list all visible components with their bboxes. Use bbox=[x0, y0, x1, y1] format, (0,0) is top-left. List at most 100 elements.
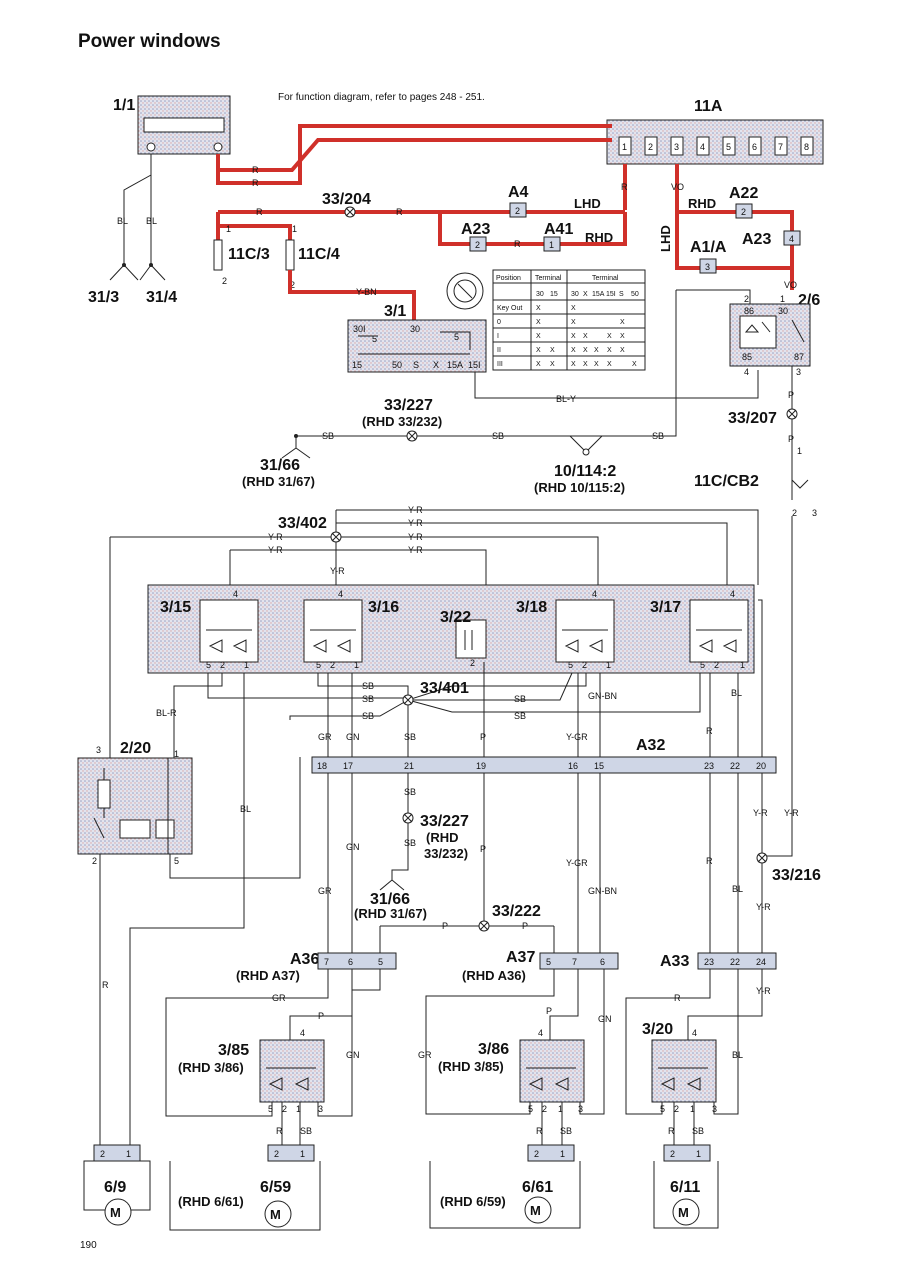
a33-pin-23: 23 bbox=[704, 957, 714, 967]
ignition-row-3: III bbox=[497, 361, 503, 368]
fuse-num-6: 6 bbox=[752, 142, 757, 152]
motor-6-61-symbol: M bbox=[530, 1203, 541, 1218]
wire-r-3-20 bbox=[625, 969, 711, 1115]
wire-label-gr-4: GR bbox=[418, 1050, 432, 1060]
pin-3-18-2: 2 bbox=[582, 660, 587, 670]
label-6-59: 6/59 bbox=[260, 1179, 291, 1196]
wire-label-sb-4: SB bbox=[362, 681, 374, 691]
wire-r-loop bbox=[438, 212, 627, 246]
fuse-1 bbox=[618, 136, 632, 156]
connector-a36 bbox=[317, 952, 397, 970]
ground-point-31-66 bbox=[294, 434, 298, 438]
relay-2-20-pin-3: 3 bbox=[96, 745, 101, 755]
connector-a41 bbox=[543, 236, 561, 252]
wire-label-p-4: P bbox=[480, 844, 486, 854]
relay-2-20-resistor bbox=[97, 779, 111, 809]
wire-label-sb-7: SB bbox=[514, 694, 526, 704]
label-rhd-a22: RHD bbox=[688, 196, 716, 211]
ignition-mark: X bbox=[571, 319, 576, 326]
label-3-18: 3/18 bbox=[516, 599, 547, 616]
ignition-table-frame bbox=[492, 269, 646, 371]
pin-3-15-5: 5 bbox=[206, 660, 211, 670]
wire-label-yr-6: Y-R bbox=[268, 545, 283, 555]
pin-3-15-1: 1 bbox=[244, 660, 249, 670]
ignition-mark: X bbox=[594, 347, 599, 354]
pin-3-86-4: 4 bbox=[538, 1028, 543, 1038]
label-a37-rhd: (RHD A36) bbox=[462, 968, 526, 983]
ignition-table: Position Terminal Terminal 30 15 30 X 15… bbox=[492, 269, 646, 371]
term-3-1-30: 30 bbox=[410, 324, 420, 334]
wire-label-sb-5: SB bbox=[362, 694, 374, 704]
switch-3-86-internal bbox=[526, 1067, 576, 1091]
label-10-114: 10/114:2 bbox=[554, 463, 616, 480]
wire-label-gn-2: GN bbox=[346, 842, 360, 852]
ignition-mark: X bbox=[620, 333, 625, 340]
relay-2-6-coil bbox=[744, 321, 771, 333]
wire-label-sb-12: SB bbox=[300, 1126, 312, 1136]
switch-3-18 bbox=[555, 599, 615, 663]
a32-pins: 18 17 21 19 16 15 23 22 20 bbox=[317, 761, 766, 771]
wire-yr-cb2 bbox=[762, 516, 793, 857]
label-33-227-rhd: (RHD 33/232) bbox=[362, 414, 442, 429]
motor-6-59-frame bbox=[169, 1161, 321, 1231]
pin-a23-2: 2 bbox=[475, 240, 480, 250]
wire-label-yr-2: Y-R bbox=[408, 518, 423, 528]
connector-6-61-pin-2: 2 bbox=[534, 1149, 539, 1159]
wire-label-bl-r: BL-R bbox=[156, 708, 177, 718]
connector-6-61-pin-1: 1 bbox=[560, 1149, 565, 1159]
connector-1-1-right bbox=[213, 142, 223, 152]
wire-r-feed-2 bbox=[218, 138, 612, 172]
ignition-mark: X bbox=[607, 347, 612, 354]
ignition-mark: X bbox=[571, 333, 576, 340]
relay-pin-1: 1 bbox=[780, 294, 785, 304]
label-11c-cb2: 11C/CB2 bbox=[694, 473, 759, 490]
label-31-66-rhd: (RHD 31/67) bbox=[242, 474, 315, 489]
ignition-mark: X bbox=[536, 319, 541, 326]
label-3-15: 3/15 bbox=[160, 599, 191, 616]
fuse-8 bbox=[800, 136, 814, 156]
pin-11c3-1: 1 bbox=[226, 224, 231, 234]
label-31-4: 31/4 bbox=[146, 289, 177, 306]
wire-label-sb-11: SB bbox=[404, 838, 416, 848]
wire-label-r-5: R bbox=[276, 1126, 283, 1136]
label-2-20: 2/20 bbox=[120, 740, 151, 757]
ignition-mark: X bbox=[536, 305, 541, 312]
wire-yr-3-20 bbox=[687, 969, 763, 1040]
term-3-1-15i: 15I bbox=[468, 360, 481, 370]
label-a1a: A1/A bbox=[690, 239, 727, 256]
splice-33-216-mark bbox=[757, 853, 767, 863]
label-33-227: 33/227 bbox=[384, 397, 433, 414]
component-3-1 bbox=[347, 319, 487, 373]
wire-label-p-7: P bbox=[318, 1011, 324, 1021]
label-3-1: 3/1 bbox=[384, 303, 406, 320]
ground-point-10-114 bbox=[582, 448, 590, 456]
wire-label-r-b: R bbox=[252, 178, 259, 188]
ignition-mark: X bbox=[607, 333, 612, 340]
wire-label-bl-6: BL bbox=[732, 1050, 743, 1060]
wire-p-3-86 bbox=[549, 969, 579, 1040]
a32-pin-17: 17 bbox=[343, 761, 353, 771]
wire-yr-1 bbox=[336, 509, 759, 585]
wire-label-r-loop: R bbox=[514, 239, 521, 249]
label-33-401: 33/401 bbox=[420, 680, 469, 697]
ignition-mark: X bbox=[536, 333, 541, 340]
ignition-col-15I: 15I bbox=[606, 291, 616, 298]
pin-3-16-2: 2 bbox=[330, 660, 335, 670]
motor-6-9 bbox=[104, 1198, 132, 1226]
ignition-mark: X bbox=[583, 333, 588, 340]
label-rhd-a41: RHD bbox=[585, 230, 613, 245]
label-lhd-vertical: LHD bbox=[658, 225, 673, 252]
ground-31-66b bbox=[379, 879, 405, 891]
wire-label-r-3: R bbox=[102, 980, 109, 990]
pin-3-86-2: 2 bbox=[542, 1104, 547, 1114]
wire-yr-4 bbox=[230, 549, 487, 585]
connector-a32 bbox=[311, 756, 777, 774]
connector-6-11 bbox=[663, 1144, 711, 1162]
a37-pin-6: 6 bbox=[600, 957, 605, 967]
wire-label-bl-4: BL bbox=[240, 804, 251, 814]
switch-3-85-internal bbox=[266, 1067, 316, 1091]
pin-3-20-1: 1 bbox=[690, 1104, 695, 1114]
ignition-mark: X bbox=[620, 347, 625, 354]
pin-3-18-1: 1 bbox=[606, 660, 611, 670]
pin-3-22-2: 2 bbox=[470, 658, 475, 668]
